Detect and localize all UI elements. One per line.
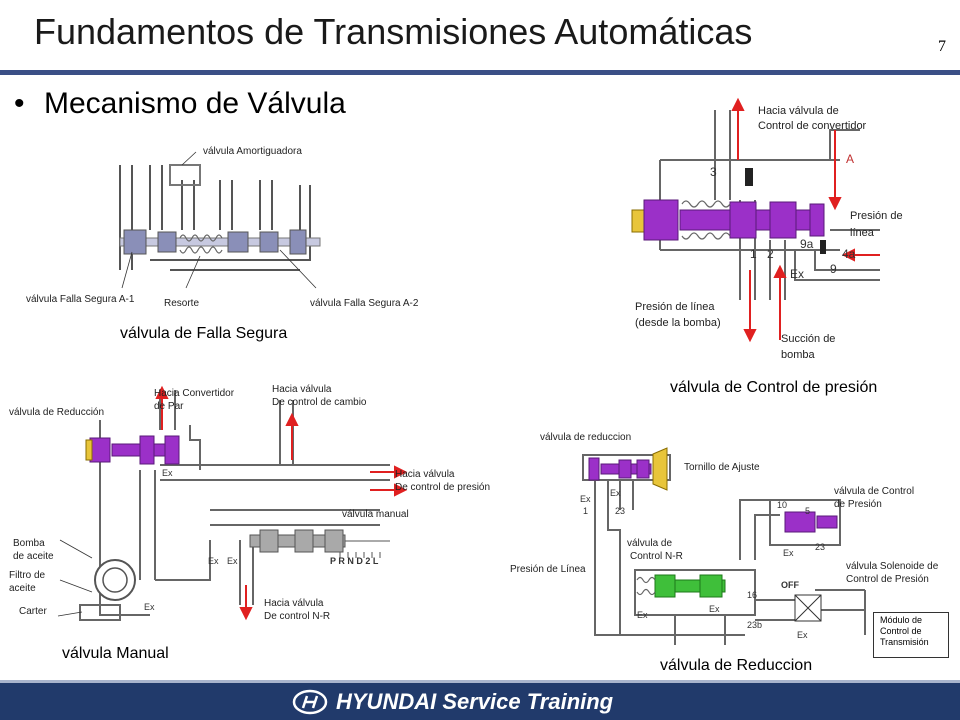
mv-to-nr-label-1: Hacia válvula [264,598,324,609]
rv-port-23: 23 [615,506,625,516]
failsafe-valve-diagram [119,151,321,289]
mv-to-shift-label-1: Hacia válvula [272,384,332,395]
manual-valve-diagram: Ex Ex Ex Ex P R N D 2 L [57,385,408,621]
pc-port-ex: Ex [790,267,804,281]
pc-pump-line-label-2: (desde la bomba) [635,317,721,329]
mv-port-ex-3: Ex [227,556,238,566]
pc-port-9: 9 [830,262,837,276]
transmission-control-module-box: Módulo de Control de Transmisión [873,612,949,658]
rv-port-23b: 23b [747,620,762,630]
rv-line-pressure-label: Presión de Línea [510,564,586,575]
pc-port-2: 2 [767,247,774,261]
pc-line-pressure-label-1: Presión de [850,210,903,222]
rv-pc-valve-label-2: de Presión [834,499,882,510]
mv-caption: válvula Manual [62,645,169,662]
mv-carter-label: Carter [19,606,47,617]
rv-off-label: OFF [781,580,799,590]
rv-port-ex-6: Ex [797,630,808,640]
rv-port-ex-5: Ex [709,604,720,614]
mv-range-marks: P R N D 2 L [330,556,379,566]
pc-to-converter-label-2: Control de convertidor [758,120,867,132]
footer-brand-text: HYUNDAI Service Training [336,689,614,714]
mv-to-nr-label-2: De control N-R [264,611,331,622]
rv-nr-label-1: válvula de [627,538,673,549]
tcm-line-1: Módulo de [880,615,923,625]
slide-title: Fundamentos de Transmisiones Automáticas [34,11,753,52]
mv-port-ex-4: Ex [144,602,155,612]
mv-pump-label-2: de aceite [13,551,54,562]
pc-line-pressure-label-2: línea [850,227,874,239]
mv-to-converter-label-1: Hacia Convertidor [154,388,235,399]
mv-pump-label-1: Bomba [13,538,45,549]
bullet-dot: • [14,87,25,120]
pc-suction-label-2: bomba [781,349,815,361]
reduction-valve-diagram: Ex 1 Ex 23 10 5 Ex 23 Ex Ex 16 23b Ex OF… [580,447,866,645]
mv-port-ex-1: Ex [162,468,173,478]
rv-port-10: 10 [777,500,787,510]
tcm-line-2: Control de [880,626,922,636]
pc-port-9a: 9a [800,237,814,251]
rv-adjust-screw-label: Tornillo de Ajuste [684,462,760,473]
rv-port-23-2: 23 [815,542,825,552]
footer-bar: HYUNDAI Service Training [0,680,960,720]
rv-solenoid-label-2: Control de Presión [846,574,929,585]
mv-to-shift-label-2: De control de cambio [272,397,367,408]
failsafe-a1-label: válvula Falla Segura A-1 [26,294,135,305]
bullet-text: Mecanismo de Válvula [44,87,346,120]
tcm-line-3: Transmisión [880,637,929,647]
rv-port-ex-2: Ex [610,488,621,498]
pc-port-1: 1 [750,247,757,261]
rv-solenoid-label-1: válvula Solenoide de [846,561,939,572]
failsafe-damper-label: válvula Amortiguadora [203,146,302,157]
mv-to-pressure-label-1: Hacia válvula [395,469,455,480]
rv-port-ex-3: Ex [783,548,794,558]
bullet-heading: • Mecanismo de Válvula [14,86,346,122]
rv-caption: válvula de Reduccion [660,657,813,674]
rv-nr-label-2: Control N-R [630,551,683,562]
rv-reduction-label: válvula de reduccion [540,432,632,443]
mv-manual-label: válvula manual [342,509,409,520]
rv-port-16: 16 [747,590,757,600]
failsafe-spring-label: Resorte [164,298,200,309]
failsafe-a2-label: válvula Falla Segura A-2 [310,298,419,309]
pc-to-converter-label-1: Hacia válvula de [758,105,839,117]
pc-suction-label-1: Succión de [781,333,836,345]
mv-filter-label-1: Filtro de [9,570,46,581]
mv-filter-label-2: aceite [9,583,36,594]
pc-port-4a: 4a [842,247,856,261]
page-number: 7 [938,38,946,55]
failsafe-caption: válvula de Falla Segura [120,325,288,342]
pc-port-a: A [846,152,854,166]
pc-caption: válvula de Control de presión [670,379,878,396]
mv-port-ex-2: Ex [208,556,219,566]
title-divider [0,70,960,75]
hyundai-logo-icon [292,689,328,715]
mv-reduction-label: válvula de Reducción [9,407,105,418]
pressure-control-valve-diagram: 3 A 9a 1 2 Ex 9 4a [631,97,880,343]
pc-pump-line-label-1: Presión de línea [635,301,715,313]
rv-port-1: 1 [583,506,588,516]
rv-port-ex-1: Ex [580,494,591,504]
pc-port-3: 3 [710,165,717,179]
rv-port-ex-4: Ex [637,610,648,620]
rv-pc-valve-label-1: válvula de Control [834,486,915,497]
rv-port-5: 5 [805,506,810,516]
mv-to-converter-label-2: de Par [154,401,184,412]
mv-to-pressure-label-2: De control de presión [395,482,491,493]
